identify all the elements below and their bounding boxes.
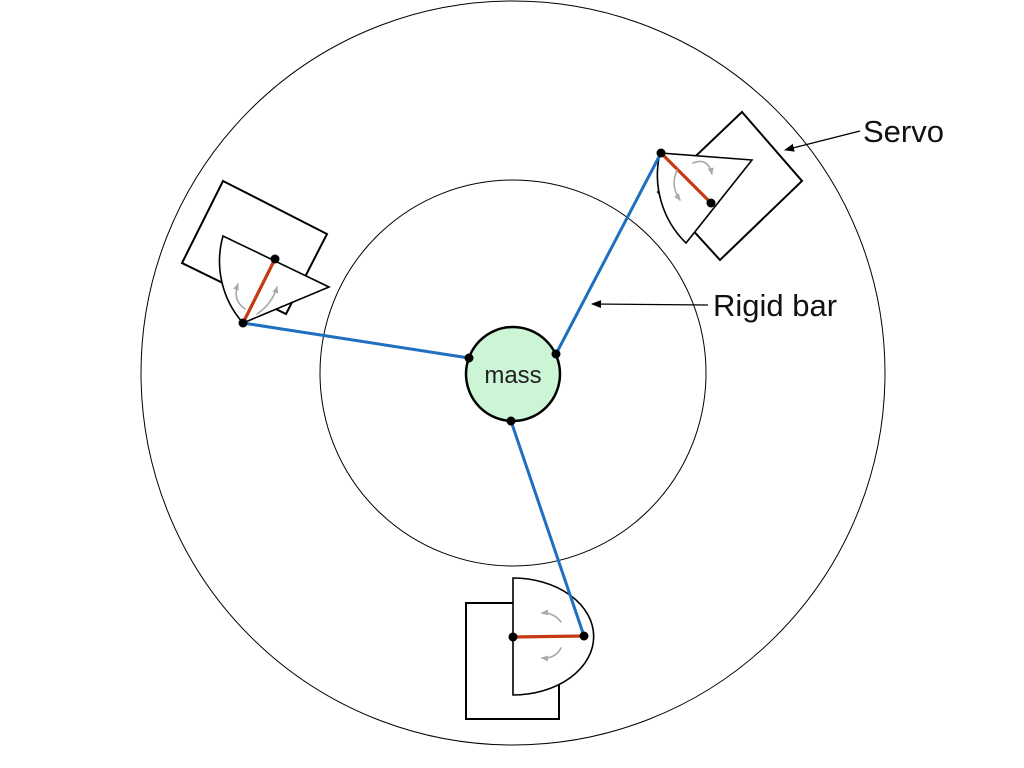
rotation-arrow-icon <box>233 283 246 310</box>
mass-label: mass <box>484 362 541 389</box>
outer-circle <box>140 0 886 746</box>
rotation-arrow-icon <box>673 169 681 201</box>
joint <box>238 318 248 328</box>
rigid-bar-right <box>554 151 663 356</box>
rigid-bar-left <box>241 321 471 360</box>
rotation-arrow-icon <box>256 286 279 315</box>
servo-label: Servo <box>863 114 944 149</box>
servo-right <box>656 110 804 262</box>
joint <box>706 198 716 208</box>
rotation-arrow-icon <box>541 647 562 662</box>
joint <box>508 632 518 642</box>
joint <box>270 254 280 264</box>
rigid-bar-callout-arrow <box>591 300 709 309</box>
servo-left-horn <box>218 234 331 324</box>
rotation-arrow-icon <box>692 160 714 175</box>
servo-bottom <box>465 577 595 720</box>
joint <box>551 349 561 359</box>
joint <box>579 631 589 641</box>
joint <box>464 353 474 363</box>
servo-left <box>180 179 331 325</box>
servo-right-crank <box>659 151 713 205</box>
joints <box>238 148 716 642</box>
servo-left-crank <box>241 257 277 325</box>
joint <box>506 416 516 426</box>
rigid-bar-bottom <box>509 419 586 638</box>
rotation-arrow-icon <box>541 609 562 623</box>
inner-circle <box>319 179 707 567</box>
mass-node: mass <box>464 325 562 423</box>
joint <box>656 148 666 158</box>
rigid-bar-label: Rigid bar <box>713 288 837 323</box>
servo-bottom-crank <box>511 634 586 639</box>
servo-callout-arrow <box>784 130 861 152</box>
